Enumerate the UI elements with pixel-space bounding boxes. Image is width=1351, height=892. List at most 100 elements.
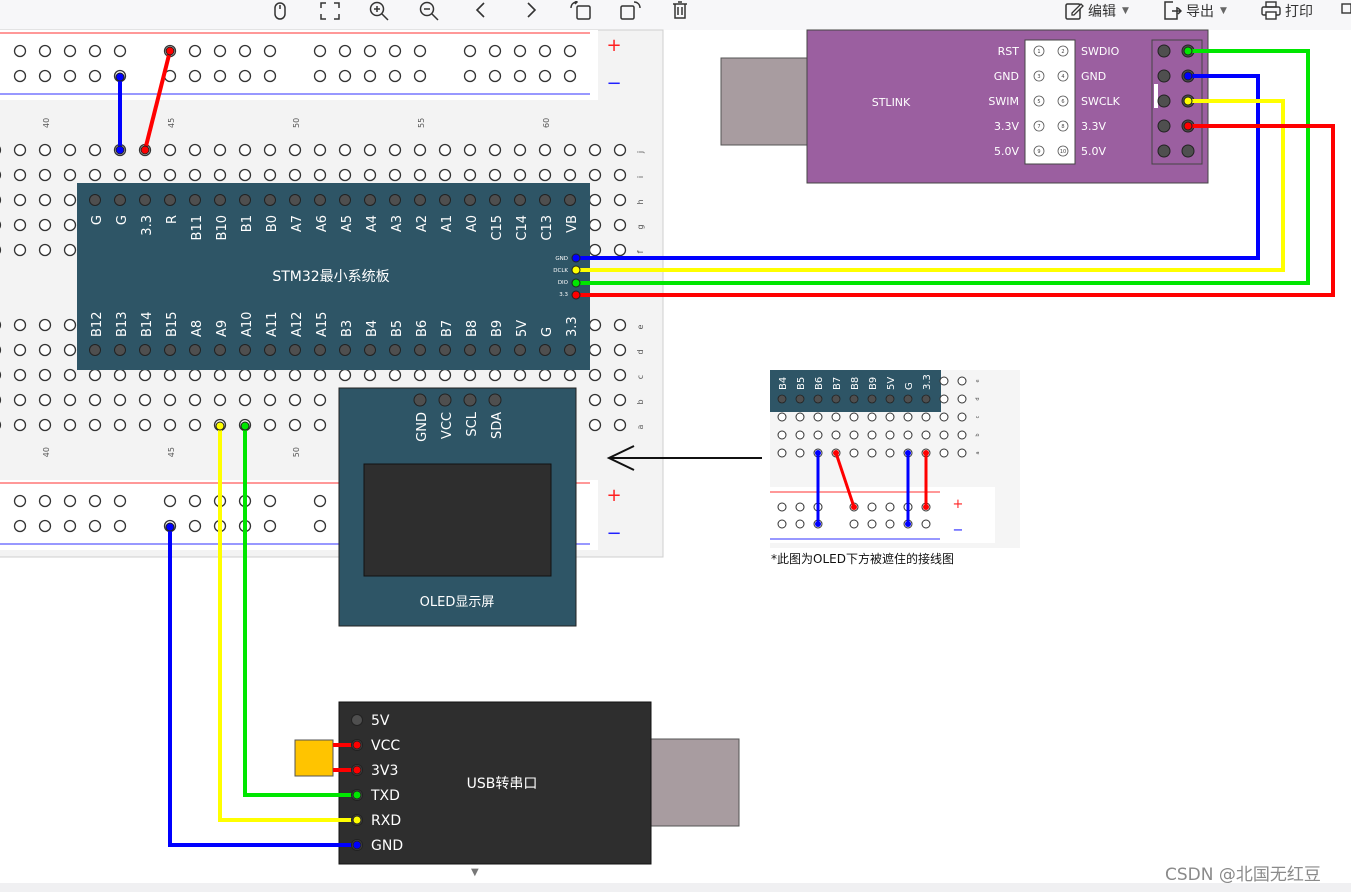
breadboard-hole [188, 494, 202, 508]
edit-label: 编辑 [1088, 4, 1116, 20]
breadboard-hole [13, 494, 27, 508]
row-letter: i [636, 176, 645, 178]
inset-pin [885, 394, 895, 404]
pin-label: B9 [868, 377, 879, 390]
breadboard-hole [563, 143, 577, 157]
breadboard-hole [849, 519, 859, 529]
oled-pin [438, 393, 452, 407]
breadboard-hole [813, 412, 823, 422]
breadboard-hole [488, 143, 502, 157]
rotate-left-icon[interactable] [569, 0, 593, 22]
pin-number: 1 [1037, 49, 1040, 55]
breadboard-hole [113, 44, 127, 58]
pin-label: B0 [265, 215, 280, 232]
breadboard-hole [413, 168, 427, 182]
breadboard-hole [957, 394, 967, 404]
stm32-pin [164, 194, 176, 206]
wire-end [571, 290, 581, 300]
breadboard-hole [238, 368, 252, 382]
inset-pin [813, 394, 823, 404]
export-button[interactable]: 导出 ▼ [1162, 0, 1227, 22]
breadboard-hole [88, 143, 102, 157]
stm32-pin [464, 344, 476, 356]
stm32-pin [314, 344, 326, 356]
pin-label: A0 [465, 215, 480, 232]
pin-number: 7 [1037, 124, 1040, 130]
breadboard-hole [0, 346, 2, 354]
breadboard-hole [921, 412, 931, 422]
fit-screen-icon[interactable] [319, 0, 341, 22]
breadboard-hole [238, 44, 252, 58]
print-button[interactable]: 打印 [1261, 0, 1313, 22]
stm32-pin [339, 194, 351, 206]
breadboard-hole [463, 368, 477, 382]
more-icon[interactable] [1340, 0, 1351, 22]
breadboard-hole [13, 343, 27, 357]
pointer-arrow [606, 445, 762, 471]
edit-button[interactable]: 编辑 ▼ [1064, 0, 1129, 22]
breadboard-hole [38, 368, 52, 382]
breadboard-hole [63, 143, 77, 157]
stm32-pin [239, 194, 251, 206]
delete-icon[interactable] [670, 0, 690, 22]
pin-label: VCC [440, 412, 455, 439]
breadboard-hole [63, 168, 77, 182]
breadboard-hole [188, 69, 202, 83]
wire-blue [168, 527, 357, 847]
pin-number: 8 [1061, 124, 1064, 130]
wire-end [352, 740, 362, 750]
breadboard-hole [188, 168, 202, 182]
pin-label: B7 [832, 377, 843, 390]
column-number: 40 [42, 447, 51, 457]
breadboard-hole [588, 343, 602, 357]
breadboard-hole [0, 196, 2, 204]
pin-label: B10 [215, 215, 230, 240]
breadboard-hole [957, 448, 967, 458]
debug-pin-label: DIO [558, 280, 569, 286]
chevron-down-icon[interactable]: ▼ [471, 867, 479, 878]
chevron-right-icon[interactable] [522, 0, 540, 22]
breadboard-hole [613, 318, 627, 332]
breadboard-hole [13, 243, 27, 257]
breadboard-hole [438, 143, 452, 157]
breadboard-hole [885, 502, 895, 512]
column-number: 60 [542, 118, 551, 128]
wire-end [240, 421, 250, 431]
chevron-left-icon[interactable] [472, 0, 490, 22]
wire-end [352, 840, 362, 850]
rotate-right-icon[interactable] [618, 0, 642, 22]
print-icon [1261, 1, 1281, 20]
pin-label: B15 [165, 312, 180, 337]
breadboard-hole [288, 418, 302, 432]
breadboard-hole [338, 69, 352, 83]
stm32-pin [514, 344, 526, 356]
wires [118, 49, 1335, 847]
breadboard-hole [88, 69, 102, 83]
pin-label: 3.3 [565, 316, 580, 337]
breadboard-hole [188, 368, 202, 382]
pin-label: A1 [440, 215, 455, 232]
breadboard-hole [438, 168, 452, 182]
pin-label: SWCLK [1081, 95, 1121, 108]
breadboard-hole [213, 168, 227, 182]
pin-label: A2 [415, 215, 430, 232]
pin-label: G [540, 327, 555, 337]
wire-red [834, 452, 856, 508]
breadboard-hole [538, 69, 552, 83]
zoom-in-icon[interactable] [368, 0, 390, 22]
breadboard-hole [63, 69, 77, 83]
pin-label: 5.0V [1081, 145, 1106, 158]
breadboard-hole [113, 368, 127, 382]
breadboard-hole [13, 193, 27, 207]
breadboard-hole [777, 519, 787, 529]
stm32-pin [214, 344, 226, 356]
row-letter: h [636, 199, 645, 204]
breadboard-hole [63, 44, 77, 58]
stm32-pin [339, 344, 351, 356]
pin-label: 3.3 [922, 374, 933, 390]
zoom-out-icon[interactable] [418, 0, 440, 22]
mouse-icon[interactable] [270, 0, 290, 22]
breadboard-hole [163, 494, 177, 508]
breadboard-hole [138, 418, 152, 432]
breadboard-hole [613, 168, 627, 182]
